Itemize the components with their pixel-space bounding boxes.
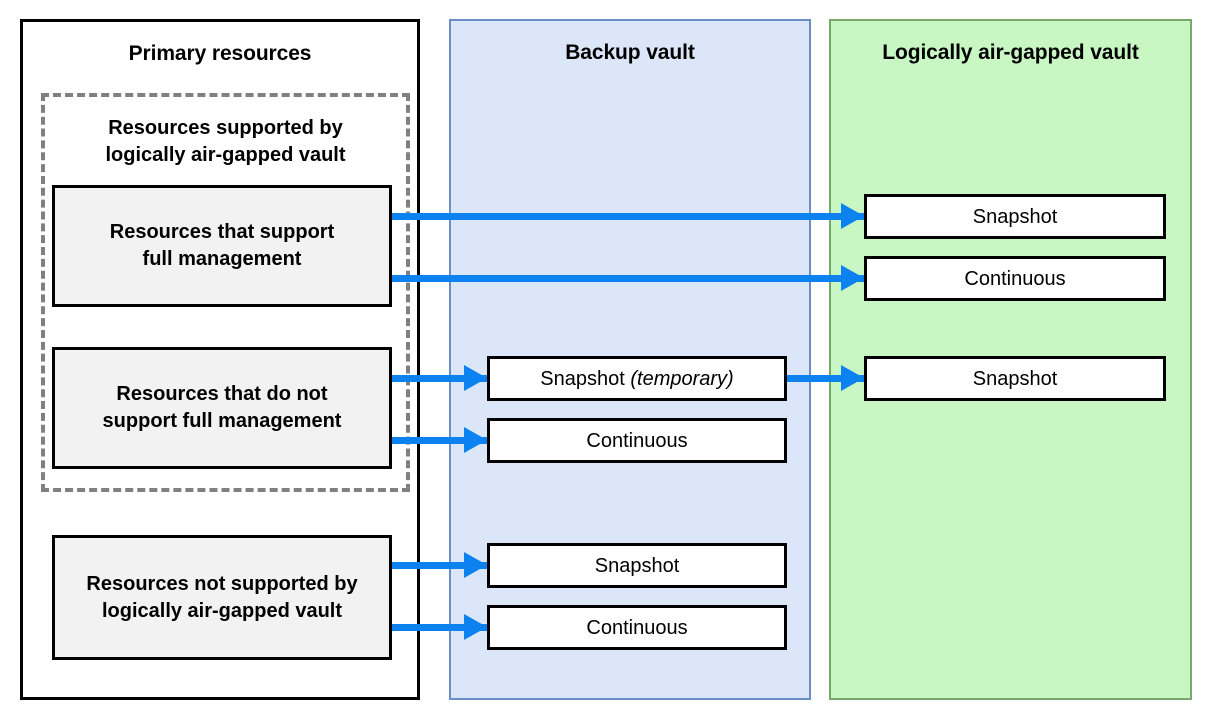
node-label-line2: full management <box>142 248 302 270</box>
node-label-text: Snapshot <box>594 554 680 577</box>
panel-title-backup-vault: Backup vault <box>565 41 695 64</box>
node-label-text: Snapshot <box>972 367 1058 390</box>
connector-backup-snapshot-to-lag-snapshot <box>787 375 864 382</box>
arrowhead-icon <box>464 427 487 453</box>
connector-not-supported-to-backup-snapshot <box>392 562 487 569</box>
node-lag-continuous[interactable]: Continuous <box>864 256 1166 301</box>
node-label-line2: logically air-gapped vault <box>101 599 343 622</box>
node-label-text: Continuous <box>586 429 688 452</box>
node-resources-not-full-management[interactable]: Resources that do not support full manag… <box>52 347 392 469</box>
node-backup-continuous-low[interactable]: Continuous <box>487 605 787 650</box>
node-backup-continuous-mid[interactable]: Continuous <box>487 418 787 463</box>
node-resources-full-management[interactable]: Resources that support full management <box>52 185 392 307</box>
arrowhead-icon <box>841 365 864 391</box>
dashed-group-label: Resources supported by logically air-gap… <box>45 115 406 169</box>
node-label-line1: Resources that do not <box>116 383 328 405</box>
dashed-group-supported-resources: Resources supported by logically air-gap… <box>41 93 410 492</box>
node-backup-snapshot-temporary[interactable]: Snapshot (temporary) <box>487 356 787 401</box>
arrowhead-icon <box>464 552 487 578</box>
node-label-text: Continuous <box>964 267 1066 290</box>
node-label-text: Snapshot <box>972 205 1058 228</box>
panel-title-primary-resources: Primary resources <box>128 42 312 65</box>
node-lag-snapshot-top[interactable]: Snapshot <box>864 194 1166 239</box>
node-label-suffix: (temporary) <box>630 367 734 390</box>
panel-title-logically-air-gapped-vault: Logically air-gapped vault <box>882 41 1139 64</box>
arrowhead-icon <box>841 203 864 229</box>
node-label-text: Snapshot <box>540 367 625 390</box>
arrowhead-icon <box>464 614 487 640</box>
node-resources-not-supported[interactable]: Resources not supported by logically air… <box>52 535 392 660</box>
arrowhead-icon <box>841 265 864 291</box>
node-backup-snapshot-low[interactable]: Snapshot <box>487 543 787 588</box>
connector-not-full-management-to-backup-snapshot <box>392 375 487 382</box>
dashed-group-label-line1: Resources supported by <box>108 117 343 139</box>
connector-not-full-management-to-backup-continuous <box>392 437 487 444</box>
arrowhead-icon <box>464 365 487 391</box>
node-resources-full-management-label: Resources that support full management <box>110 219 334 273</box>
node-label-line2: support full management <box>102 410 342 432</box>
node-resources-not-full-management-label: Resources that do not support full manag… <box>103 381 342 435</box>
node-resources-not-supported-label: Resources not supported by logically air… <box>86 571 357 625</box>
node-label-line1: Resources not supported by <box>86 572 358 595</box>
node-label-line1: Resources that support <box>109 221 335 243</box>
node-backup-snapshot-temporary-label: Snapshot (temporary) <box>540 366 733 392</box>
node-lag-snapshot-mid[interactable]: Snapshot <box>864 356 1166 401</box>
connector-full-management-to-lag-snapshot <box>392 213 864 220</box>
connector-not-supported-to-backup-continuous <box>392 624 487 631</box>
dashed-group-label-line2: logically air-gapped vault <box>105 144 346 166</box>
connector-full-management-to-lag-continuous <box>392 275 864 282</box>
node-label-text: Continuous <box>586 616 688 639</box>
